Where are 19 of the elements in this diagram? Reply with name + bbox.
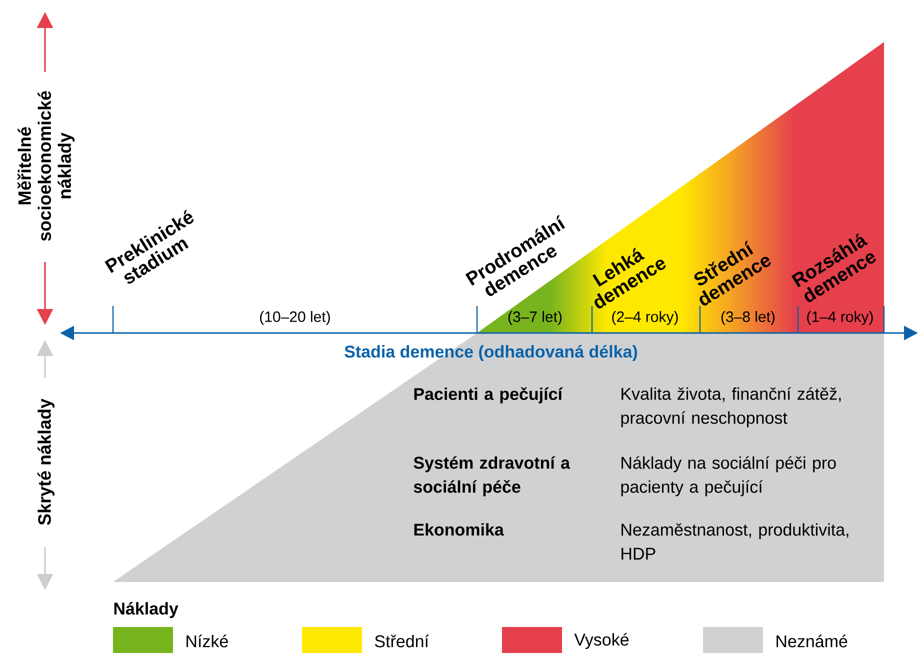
legend-label: Nízké	[186, 634, 228, 648]
row-heading: Ekonomika	[414, 523, 504, 536]
duration-label: (2–4 roky)	[612, 311, 678, 325]
legend-title: Náklady	[114, 602, 178, 618]
legend-label: Vysoké	[574, 632, 629, 650]
row-heading: Systém zdravotní a sociální péče	[414, 456, 570, 496]
duration-label: (3–7 let)	[508, 311, 562, 325]
cost-description: Kvalita života, finanční zátěž, pracovní neschopnost	[621, 387, 841, 428]
legend-label: Neznámé	[776, 634, 848, 648]
axis-title: Stadia demence (odhadovaná délka)	[344, 345, 638, 361]
axis-label: Měřitelné socioekonomické náklady	[17, 91, 75, 241]
duration-label: (3–8 let)	[721, 311, 775, 325]
duration-label: (1–4 roky)	[807, 311, 873, 325]
axis-label: Skryté náklady	[38, 398, 54, 526]
cost-description: Náklady na sociální péči pro pacienty a pečující	[621, 456, 836, 496]
duration-label: (10–20 let)	[260, 311, 330, 325]
legend-label: Střední	[374, 634, 429, 648]
row-heading: Pacienti a pečující	[414, 387, 563, 404]
cost-description: Nezaměstnanost, produktivita, HDP	[622, 523, 848, 560]
